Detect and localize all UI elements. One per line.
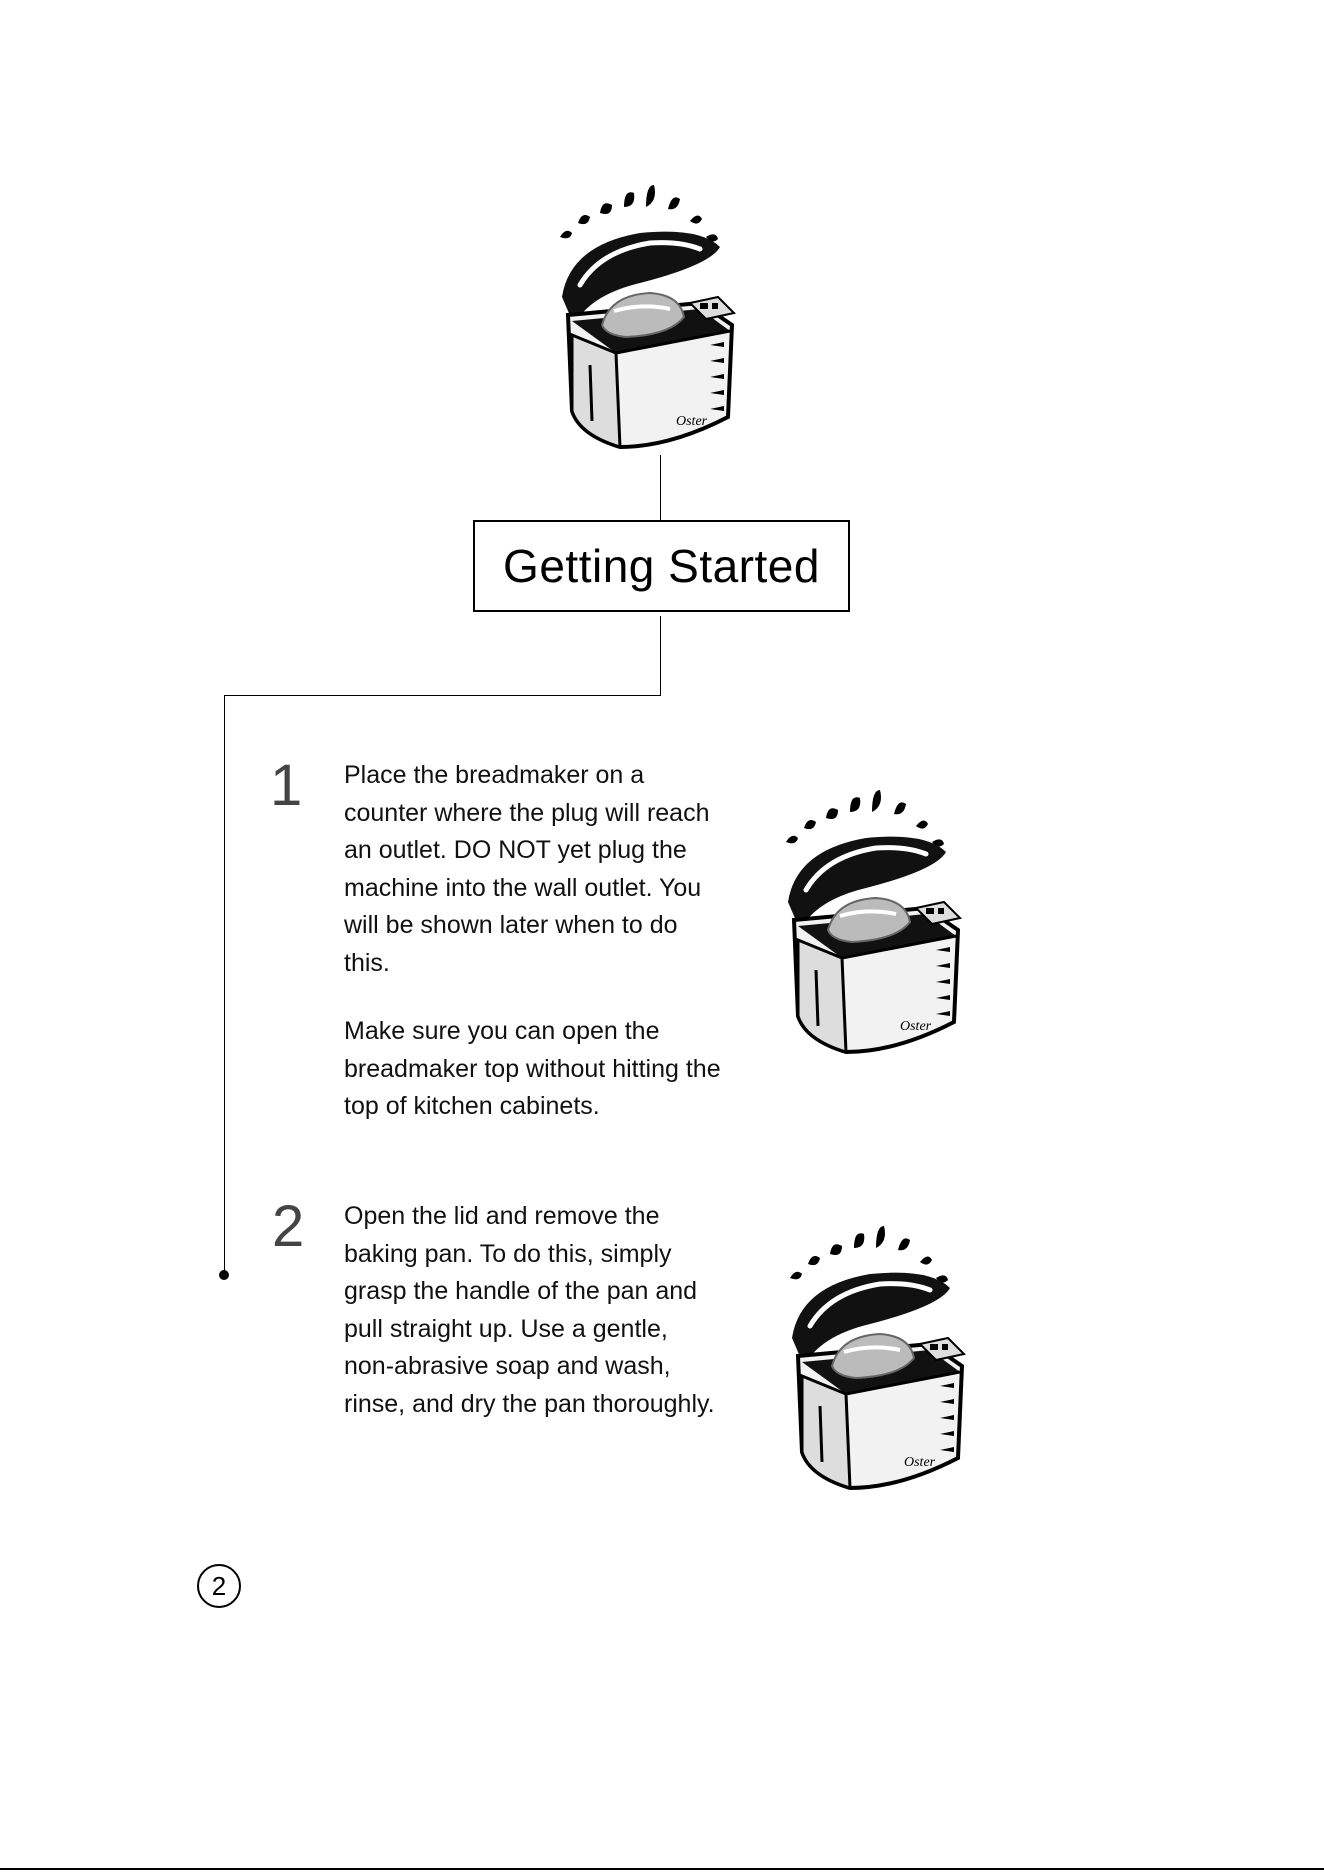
- timeline-line: [224, 695, 225, 1275]
- page-number: 2: [211, 1570, 227, 1601]
- oster-logo: Oster: [676, 414, 708, 429]
- oster-logo: Oster: [900, 1019, 932, 1034]
- step-number: 2: [272, 1194, 305, 1259]
- connector-line: [660, 455, 661, 520]
- breadmaker-illustration-step-1: Oster: [776, 790, 976, 1060]
- breadmaker-illustration-top: Oster: [550, 185, 750, 455]
- page-number-badge: 2: [197, 1564, 241, 1608]
- connector-line: [660, 616, 661, 696]
- step-1-paragraph-1: Place the breadmaker on a counter where …: [344, 761, 710, 977]
- timeline-dot: [219, 1270, 229, 1280]
- connector-line: [224, 695, 661, 696]
- step-1-paragraph-2: Make sure you can open the breadmaker to…: [344, 1017, 721, 1120]
- oster-logo: Oster: [904, 1455, 936, 1470]
- page-title: Getting Started: [473, 520, 850, 612]
- bottom-rule: [0, 1868, 1324, 1870]
- breadmaker-illustration-step-2: Oster: [780, 1226, 980, 1496]
- step-number: 1: [270, 753, 303, 818]
- step-2-paragraph-1: Open the lid and remove the baking pan. …: [344, 1202, 715, 1418]
- page-title-text: Getting Started: [503, 540, 820, 592]
